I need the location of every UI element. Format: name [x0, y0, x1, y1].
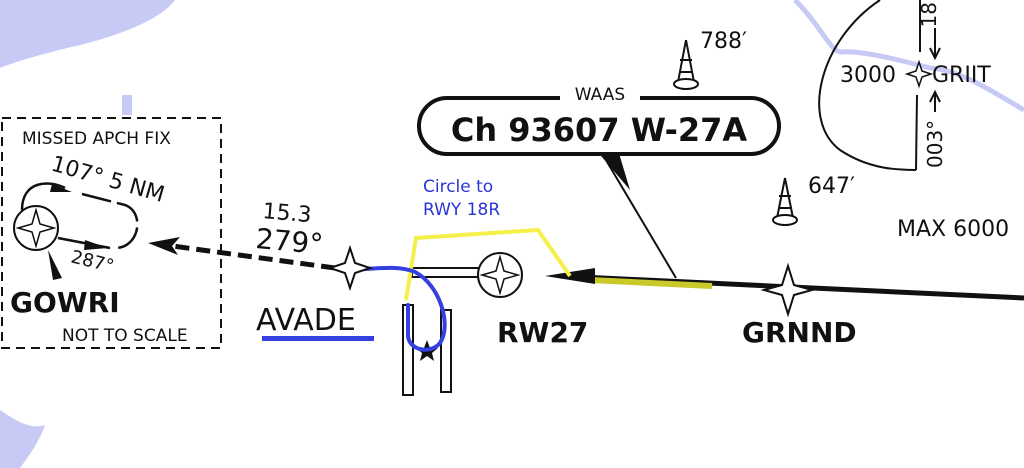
- gowri-pointer: [48, 250, 62, 280]
- max-altitude: MAX 6000: [897, 217, 1009, 242]
- hold-arrow-icon: [50, 184, 72, 192]
- rw27-fix-icon: [477, 252, 523, 298]
- callout-pointer: [599, 149, 677, 279]
- annotation-line1: Circle to: [423, 177, 493, 197]
- annotation-line2: RWY 18R: [423, 200, 500, 220]
- missed-arrow-icon: [148, 237, 180, 255]
- river: [793, 0, 1024, 113]
- waas-header: WAAS: [575, 85, 625, 105]
- arrow-up-icon: [929, 89, 941, 112]
- inbound-course: 287°: [69, 246, 116, 277]
- griit-arc: [818, 0, 917, 171]
- obstacle-tower-icon: [772, 177, 798, 226]
- waas-channel: Ch 93607 W-27A: [451, 111, 748, 149]
- lake: [0, 0, 175, 68]
- stream: [122, 95, 132, 115]
- griit-course-line: [915, 0, 921, 171]
- griit-fix-icon: [904, 59, 934, 89]
- missed-course: 279°: [254, 222, 324, 261]
- runway-18l: [440, 309, 452, 393]
- gowri-fix-icon: [13, 205, 59, 251]
- obstacle-elevation-1: 788′: [700, 29, 747, 54]
- griit-altitude: 3000: [840, 63, 896, 88]
- griit-course-south: 003°: [923, 120, 947, 168]
- missed-approach-box: [1, 117, 222, 349]
- obstacle-elevation-2: 647′: [808, 174, 855, 199]
- griit-course-north: 18: [917, 2, 941, 27]
- grnnd-fix-icon: [760, 262, 816, 318]
- shoreline: [0, 410, 45, 468]
- griit-label: GRIIT: [932, 63, 991, 88]
- callout-pointer-wedge: [596, 150, 630, 190]
- gowri-label: GOWRI: [10, 286, 120, 319]
- grnnd-label: GRNND: [742, 316, 857, 349]
- final-course-highlight: [589, 277, 713, 289]
- avade-fix-icon: [326, 244, 374, 292]
- not-to-scale: NOT TO SCALE: [62, 326, 188, 346]
- missed-apch-title: MISSED APCH FIX: [22, 129, 171, 149]
- missed-distance: 15.3: [261, 199, 312, 228]
- arrow-down-icon: [929, 28, 941, 61]
- avade-underline: [262, 336, 374, 341]
- waas-header-bg: [560, 86, 640, 104]
- missed-approach-leg: [164, 242, 336, 271]
- obstacle-tower-icon: [673, 39, 699, 90]
- rw27-label: RW27: [497, 316, 588, 349]
- hold-arrow-icon: [84, 240, 108, 250]
- circling-route: [343, 265, 447, 352]
- avade-label: AVADE: [256, 303, 356, 338]
